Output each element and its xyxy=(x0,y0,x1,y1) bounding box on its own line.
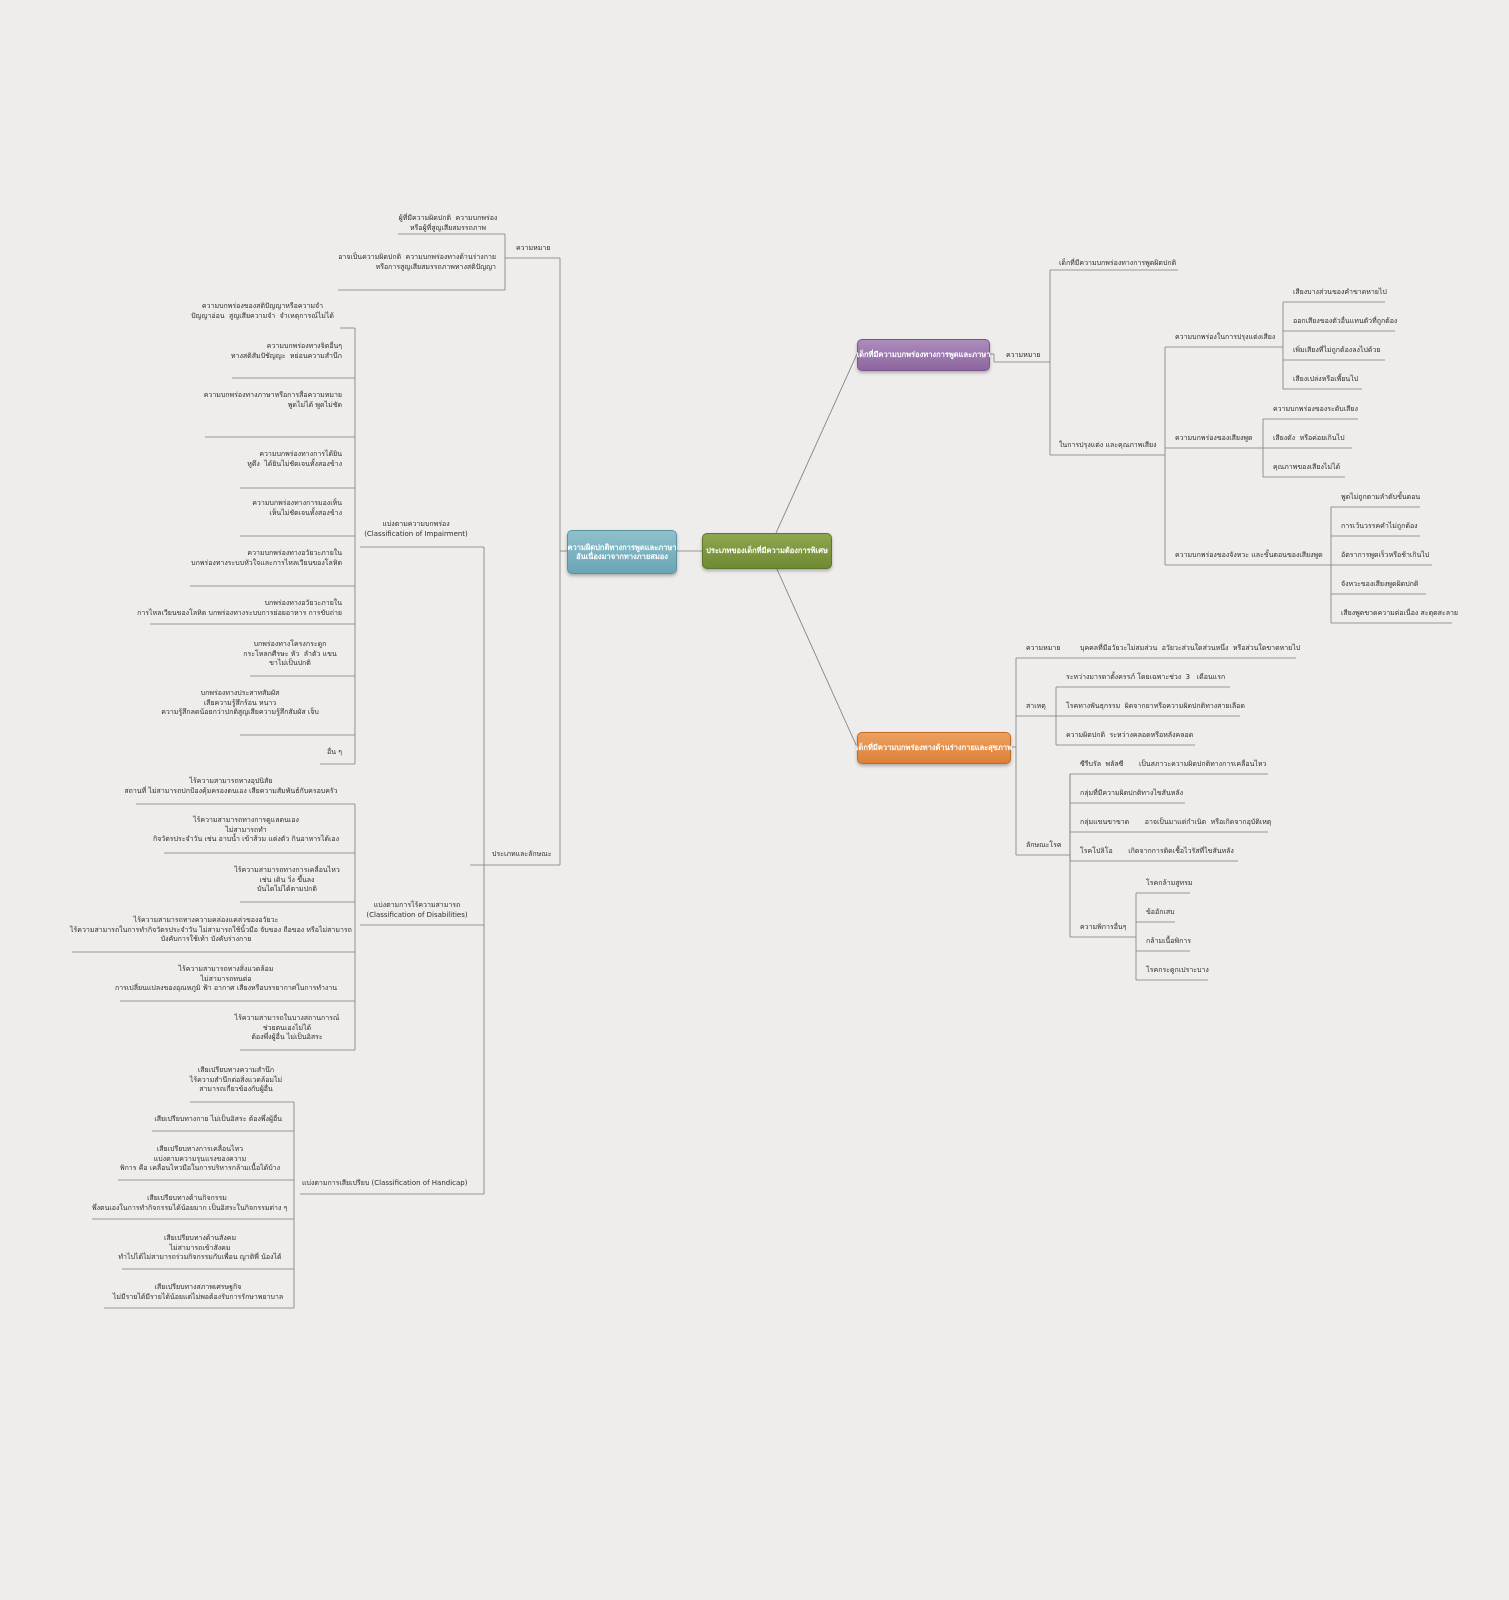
other-disability-item[interactable]: ข้ออักเสบ xyxy=(1146,908,1175,916)
disease-item[interactable]: โรคโปลิโอ เกิดจากการติดเชื้อไวรัสที่ไขสั… xyxy=(1080,847,1234,855)
left-definition-item[interactable]: อาจเป็นความผิดปกติ ความบกพร่องทางด้านร่า… xyxy=(338,253,496,271)
rhythm-label[interactable]: ความบกพร่องของจังหวะ และขั้นตอนของเสียงพ… xyxy=(1175,551,1323,559)
physical-definition-text[interactable]: บุคคลที่มีอวัยวะไม่สมส่วน อวัยวะส่วนใดส่… xyxy=(1080,644,1301,652)
rhythm-item[interactable]: การเว้นวรรคคำไม่ถูกต้อง xyxy=(1341,522,1418,530)
impairment-label[interactable]: แบ่งตามความบกพร่อง (Classification of Im… xyxy=(364,520,468,538)
physical-node[interactable]: เด็กที่มีความบกพร่องทางด้านร่างกายและสุข… xyxy=(856,732,1012,764)
disabilities-item[interactable]: ไร้ความสามารถทางอุปนิสัย สถานที่ ไม่สามา… xyxy=(124,777,338,795)
voice-item[interactable]: คุณภาพของเสียงไม่ได้ xyxy=(1273,463,1341,471)
disabilities-item[interactable]: ไร้ความสามารถทางการดูแลตนเอง ไม่สามารถทำ… xyxy=(152,816,340,843)
speech-definition-label[interactable]: ความหมาย xyxy=(1006,351,1041,359)
left-types-label[interactable]: ประเภทและลักษณะ xyxy=(492,850,552,858)
other-disability-item[interactable]: โรคกระดูกเปราะบาง xyxy=(1146,966,1209,974)
disease-item[interactable]: ซีรีบรัล พลัลซี เป็นสภาวะความผิดปกติทางก… xyxy=(1080,760,1267,768)
impairment-item[interactable]: ความบกพร่องทางภาษาหรือการสื่อความหมาย พู… xyxy=(203,391,342,409)
physical-diseases-label[interactable]: ลักษณะโรค xyxy=(1026,841,1062,849)
handicap-item[interactable]: เสียเปรียบทางสภาพเศรษฐกิจ ไม่มีรายได้มีร… xyxy=(112,1283,284,1301)
speech-normal-label[interactable]: เด็กที่มีความบกพร่องทางการพูดผิดปกติ xyxy=(1059,259,1177,267)
rhythm-item[interactable]: เสียงพูดขาดความต่อเนื่อง สะดุดสะลาย xyxy=(1341,609,1459,617)
handicap-label[interactable]: แบ่งตามการเสียเปรียบ (Classification of … xyxy=(302,1179,468,1187)
voice-item[interactable]: เสียงดัง หรือค่อยเกินไป xyxy=(1273,434,1345,442)
impairment-item[interactable]: ความบกพร่องทางจิตอื่นๆ ทางสติสัมปัชัญญะ … xyxy=(230,342,342,360)
handicap-item[interactable]: เสียเปรียบทางการเคลื่อนไหว แบ่งตามความรุ… xyxy=(119,1145,281,1172)
connector-line xyxy=(775,566,858,748)
speech-node[interactable]: เด็กที่มีความบกพร่องทางการพูดและภาษา xyxy=(857,339,990,371)
physical-definition-label[interactable]: ความหมาย xyxy=(1026,644,1061,652)
impairment-item[interactable]: อื่น ๆ xyxy=(327,748,342,756)
impairment-item[interactable]: บกพร่องทางประสาทสัมผัส เสียความรู้สึกร้อ… xyxy=(161,689,319,716)
left-definition-item[interactable]: ผู้ที่มีความผิดปกติ ความบกพร่อง หรือผู้ท… xyxy=(398,214,498,232)
articulation-item[interactable]: เพิ่มเสียงที่ไม่ถูกต้องลงไปด้วย xyxy=(1293,346,1381,354)
impairment-item[interactable]: ความบกพร่องทางการมองเห็น เห็นไม่ชัดเจนทั… xyxy=(252,499,342,517)
left-definition-label[interactable]: ความหมาย xyxy=(516,244,551,252)
cause-item[interactable]: ความผิดปกติ ระหว่างคลอดหรือหลังคลอด xyxy=(1066,731,1194,739)
handicap-item[interactable]: เสียเปรียบทางกาย ไม่เป็นอิสระ ต้องพึ่งผู… xyxy=(154,1115,282,1123)
speech-voice-quality-label[interactable]: ในการปรุงแต่ง และคุณภาพเสียง xyxy=(1059,441,1157,449)
handicap-item[interactable]: เสียเปรียบทางความสำนึก ไร้ความสำนึกต่อสิ… xyxy=(189,1066,283,1093)
cause-item[interactable]: โรคทางพันธุกรรม ผิดจากยาหรือความผิดปกติท… xyxy=(1066,702,1245,710)
articulation-item[interactable]: เสียงบางส่วนของคำขาดหายไป xyxy=(1293,288,1387,296)
impairment-item[interactable]: บกพร่องทางอวัยวะภายใน การไหลเวียนของโลหิ… xyxy=(137,599,342,617)
connector-line xyxy=(775,353,858,534)
left-main-node[interactable]: ความผิดปกติทางการพูดและภาษา อันเนื่องมาจ… xyxy=(567,530,677,574)
voice-label[interactable]: ความบกพร่องของเสียงพูด xyxy=(1175,434,1253,442)
articulation-item[interactable]: ออกเสียงของตัวอื่นแทนตัวที่ถูกต้อง xyxy=(1293,317,1398,325)
articulation-item[interactable]: เสียงเปล่งหรือเพี้ยนไป xyxy=(1293,375,1359,383)
disabilities-item[interactable]: ไร้ความสามารถทางความคล่องแคล่วของอวัยวะ … xyxy=(70,916,352,943)
disabilities-item[interactable]: ไร้ความสามารถทางสิ่งแวดล้อม ไม่สามารถทนต… xyxy=(114,965,338,992)
impairment-item[interactable]: ความบกพร่องทางการได้ยิน หูตึง ได้ยินไม่ช… xyxy=(247,450,342,468)
impairment-item[interactable]: ความบกพร่องทางอวัยวะภายใน บกพร่องทางระบบ… xyxy=(191,549,342,567)
disabilities-item[interactable]: ไร้ความสามารถในบางสถานการณ์ ช่วยตนเองไม่… xyxy=(234,1014,340,1041)
root-node[interactable]: ประเภทของเด็กที่มีความต้องการพิเศษ xyxy=(702,533,832,569)
disabilities-item[interactable]: ไร้ความสามารถทางการเคลื่อนไหว เช่น เดิน … xyxy=(234,866,340,893)
rhythm-item[interactable]: อัตราการพูดเร็วหรือช้าเกินไป xyxy=(1341,551,1430,559)
other-disability-item[interactable]: โรคกล้ามสูทรม xyxy=(1146,879,1193,887)
disabilities-label[interactable]: แบ่งตามการไร้ความสามารถ (Classification … xyxy=(366,901,468,919)
other-disability-label[interactable]: ความพิการอื่นๆ xyxy=(1080,923,1127,931)
rhythm-item[interactable]: พูดไม่ถูกตามลำดับขั้นตอน xyxy=(1341,493,1421,501)
disease-item[interactable]: กลุ่มแขนขาขาด อาจเป็นมาแต่กำเนิด หรือเกิ… xyxy=(1080,818,1272,826)
other-disability-item[interactable]: กล้ามเนื้อพิการ xyxy=(1146,937,1191,945)
impairment-item[interactable]: ความบกพร่องของสติปัญญาหรือความจำ ปัญญาอ่… xyxy=(191,302,334,320)
physical-causes-label[interactable]: สาเหตุ xyxy=(1026,702,1046,710)
articulation-label[interactable]: ความบกพร่องในการปรุงแต่งเสียง xyxy=(1175,333,1276,341)
voice-item[interactable]: ความบกพร่องของระดับเสียง xyxy=(1273,405,1358,413)
disease-item[interactable]: กลุ่มที่มีความผิดปกติทางไขสันหลัง xyxy=(1080,789,1184,797)
cause-item[interactable]: ระหว่างมารดาตั้งครรภ์ โดยเฉพาะช่วง 3 เดื… xyxy=(1066,673,1226,681)
handicap-item[interactable]: เสียเปรียบทางด้านกิจกรรม พึ่งตนเองในการท… xyxy=(92,1194,288,1212)
impairment-item[interactable]: บกพร่องทางโครงกระดูก กระโหลกศีรษะ หัว ลำ… xyxy=(243,640,337,667)
handicap-item[interactable]: เสียเปรียบทางด้านสังคม ไม่สามารถเข้าสังค… xyxy=(118,1234,282,1261)
rhythm-item[interactable]: จังหวะของเสียงพูดผิดปกติ xyxy=(1341,580,1419,588)
